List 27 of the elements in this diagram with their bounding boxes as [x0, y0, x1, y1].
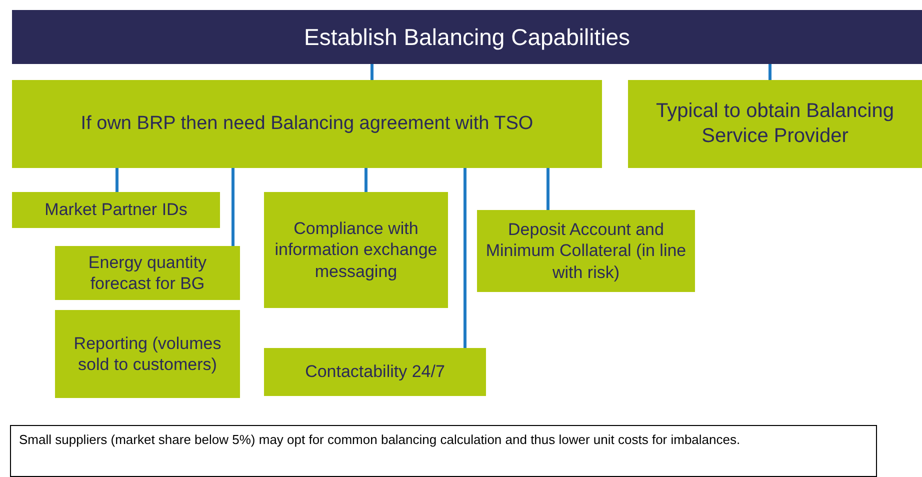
requirement-box — [12, 80, 602, 168]
connector-line — [768, 64, 772, 80]
connector-line — [364, 168, 368, 192]
requirement-box — [264, 192, 448, 308]
box-label: Contactability 24/7 — [305, 361, 445, 383]
requirement-box — [628, 80, 922, 168]
box-label: Deposit Account and Minimum Collateral (in line with risk) — [485, 219, 687, 283]
note-box — [10, 425, 877, 477]
box-label: Energy quantity forecast for BG — [87, 252, 208, 294]
connector-line — [116, 168, 118, 192]
requirement-box — [12, 192, 220, 228]
box-label: Typical to obtain Balancing Service Provider — [655, 99, 895, 149]
connector-line — [464, 168, 466, 348]
requirement-box — [55, 246, 240, 300]
box-label: Reporting (volumes sold to customers) — [72, 332, 222, 376]
box-label: Market Partner IDs — [44, 199, 188, 221]
connector-line — [546, 168, 550, 210]
requirement-box — [477, 210, 695, 292]
connector-line — [232, 168, 234, 246]
requirement-box — [264, 348, 486, 396]
box-label: Compliance with information exchange messaging — [274, 218, 438, 282]
title-bar — [12, 10, 922, 64]
title-text: Establish Balancing Capabilities — [304, 22, 630, 52]
requirement-box — [55, 310, 240, 398]
note-text: Small suppliers (market share below 5%) may opt for common balancing calculation and thus lower unit costs for imbalances. — [19, 432, 740, 448]
connector-line — [370, 64, 374, 80]
box-label: If own BRP then need Balancing agreement with TSO — [80, 112, 534, 136]
